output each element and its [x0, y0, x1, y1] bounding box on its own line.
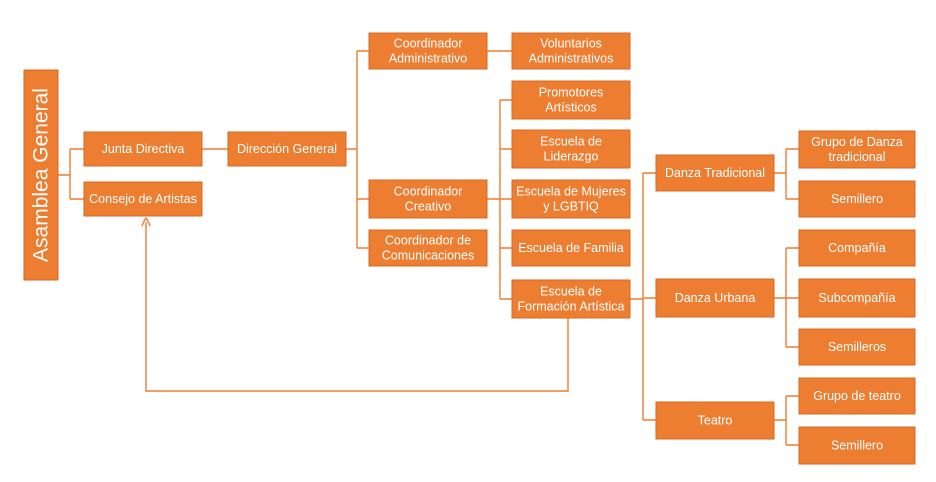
node-danza-urbana-box [655, 278, 775, 318]
node-consejo-label-line: Consejo de Artistas [89, 192, 197, 206]
node-teatro-label-line: Teatro [698, 414, 733, 428]
node-teatro: Teatro [655, 401, 775, 440]
node-esc-liderazgo-box [511, 129, 631, 169]
node-direccion-label-line: Dirección General [237, 142, 337, 156]
node-esc-liderazgo-label-line: Liderazgo [544, 150, 599, 164]
node-grupo-teatro-box [798, 377, 916, 415]
node-coord-creativo-label-line: Coordinador [394, 185, 463, 199]
node-coord-admin-label-line: Coordinador [394, 37, 463, 51]
connector-asamblea-children [58, 148, 84, 200]
node-semillero-1-label-line: Semillero [831, 192, 883, 206]
node-coord-admin-box [368, 32, 488, 70]
node-junta-box [83, 131, 203, 167]
node-danza-trad-label-line: Danza Tradicional [665, 166, 765, 180]
node-junta: Junta Directiva [83, 131, 203, 167]
node-esc-mujeres-label-line: Escuela de Mujeres [516, 185, 626, 199]
node-danza-urbana-label-line: Danza Urbana [675, 291, 756, 305]
node-coord-comunic-label-line: Comunicaciones [382, 249, 474, 263]
node-direccion-box [227, 131, 347, 167]
node-semillero-1: Semillero [798, 180, 916, 218]
node-esc-familia-label-line: Escuela de Familia [518, 241, 624, 255]
node-semillero-1-box [798, 180, 916, 218]
node-asamblea-label: Asamblea General [30, 88, 53, 262]
node-voluntarios-label-line: Administrativos [529, 52, 614, 66]
node-subcompania-box [798, 278, 916, 318]
node-compania: Compañía [798, 229, 916, 267]
node-esc-formacion-label-line: Formación Artística [518, 300, 625, 314]
node-esc-formacion-box [511, 279, 631, 319]
node-asamblea: Asamblea General [23, 69, 59, 281]
node-grupo-danza-box [798, 130, 916, 169]
node-danza-urbana: Danza Urbana [655, 278, 775, 318]
node-compania-box [798, 229, 916, 267]
node-coord-creativo-box [368, 179, 488, 219]
node-voluntarios-box [511, 32, 631, 70]
connector-danza-urbana-groups [774, 247, 799, 348]
node-esc-liderazgo-label-line: Escuela de [540, 135, 602, 149]
node-subcompania-label-line: Subcompañía [818, 291, 895, 305]
node-semillero-2-label-line: Semillero [831, 439, 883, 453]
node-coord-comunic-box [368, 229, 488, 267]
node-grupo-danza-label-line: Grupo de Danza [811, 135, 903, 149]
node-semilleros: Semilleros [798, 328, 916, 366]
node-semilleros-label-line: Semilleros [828, 340, 886, 354]
node-semillero-2: Semillero [798, 426, 916, 465]
connector-formacion-consejo-arrow [146, 222, 569, 392]
connector-direccion-coordinators [346, 50, 369, 249]
node-coord-admin-label-line: Administrativo [389, 52, 468, 66]
node-esc-mujeres-label-line: y LGBTIQ [543, 200, 599, 214]
node-asamblea-box [23, 69, 59, 281]
node-promotores-box [511, 80, 631, 120]
node-consejo: Consejo de Artistas [83, 181, 203, 217]
node-teatro-box [655, 401, 775, 440]
node-semillero-2-box [798, 426, 916, 465]
node-subcompania: Subcompañía [798, 278, 916, 318]
node-grupo-teatro: Grupo de teatro [798, 377, 916, 415]
connector-formacion-areas [630, 172, 656, 421]
node-consejo-box [83, 181, 203, 217]
node-danza-trad: Danza Tradicional [655, 154, 775, 192]
node-coord-creativo-label-line: Creativo [405, 200, 452, 214]
connectors [58, 50, 799, 446]
node-danza-trad-box [655, 154, 775, 192]
connector-teatro-groups [774, 395, 799, 446]
node-junta-label-line: Junta Directiva [102, 142, 185, 156]
node-compania-label-line: Compañía [828, 241, 886, 255]
node-semilleros-box [798, 328, 916, 366]
connector-danza-trad-groups [774, 148, 799, 200]
node-esc-familia: Escuela de Familia [511, 229, 631, 267]
node-coord-comunic-label-line: Coordinador de [385, 234, 471, 248]
node-grupo-teatro-label-line: Grupo de teatro [813, 389, 901, 403]
node-grupo-danza-label-line: tradicional [829, 150, 886, 164]
node-esc-mujeres-box [511, 179, 631, 219]
node-esc-familia-box [511, 229, 631, 267]
node-esc-formacion-label-line: Escuela de [540, 285, 602, 299]
node-promotores-label-line: Artísticos [545, 101, 596, 115]
node-direccion: Dirección General [227, 131, 347, 167]
node-promotores-label-line: Promotores [539, 86, 604, 100]
connector-creativo-schools [487, 99, 512, 300]
node-voluntarios-label-line: Voluntarios [540, 37, 602, 51]
